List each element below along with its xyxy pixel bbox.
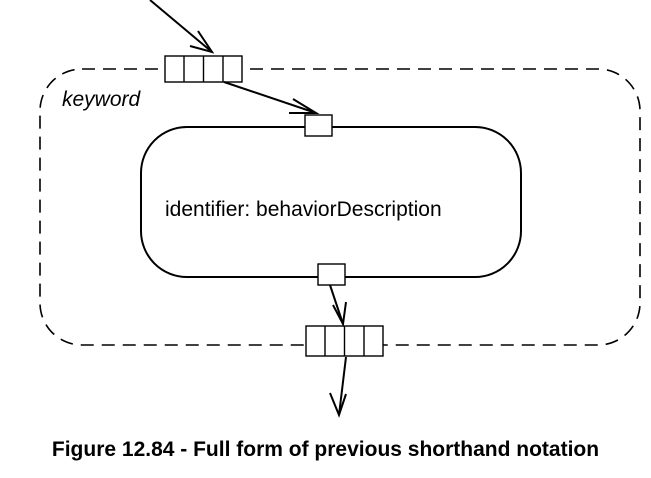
region-keyword-label: keyword xyxy=(62,88,141,111)
flow-to-input-pin xyxy=(223,81,320,114)
figure-caption: Figure 12.84 - Full form of previous sho… xyxy=(51,438,600,461)
activity-diagram xyxy=(39,0,641,418)
output-pin xyxy=(317,263,346,286)
output-expansion-node xyxy=(305,325,384,357)
action-label: identifier: behaviorDescription xyxy=(165,198,442,221)
input-pin xyxy=(304,114,333,137)
flow-into-input-node xyxy=(149,0,215,54)
flow-to-output-node xyxy=(329,284,347,328)
flow-out-of-output-node xyxy=(329,356,347,418)
input-expansion-node xyxy=(164,55,243,83)
